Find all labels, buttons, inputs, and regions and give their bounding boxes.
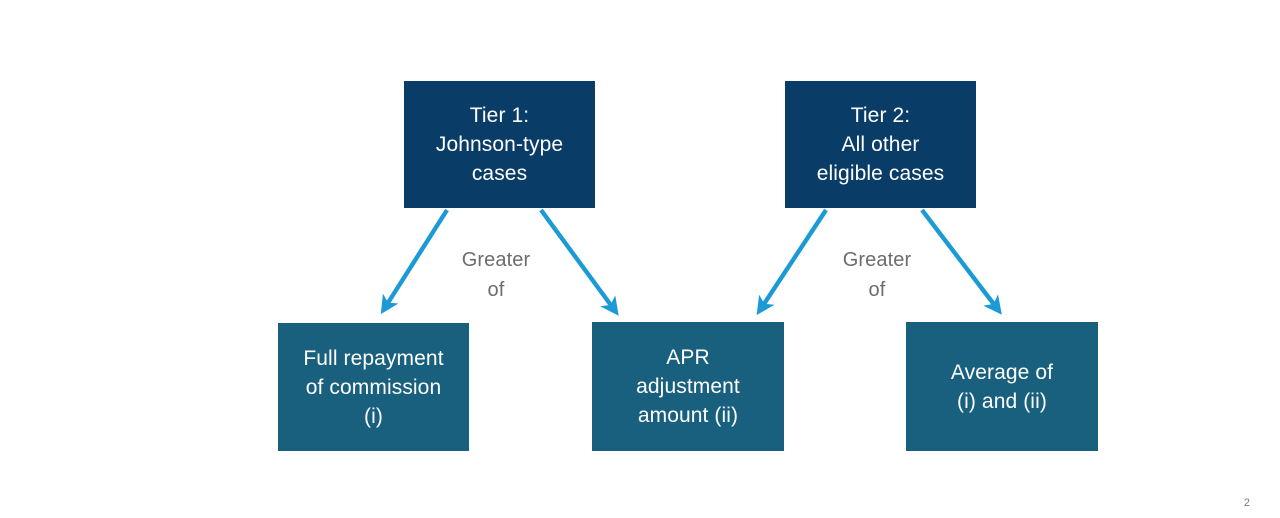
page-number: 2 xyxy=(1243,497,1250,509)
outcome-full-repayment-box[interactable]: Full repayment of commission (i) xyxy=(278,323,469,451)
outcome-average-box[interactable]: Average of (i) and (ii) xyxy=(906,322,1098,451)
edge-label-greater-of-right: Greater of xyxy=(842,249,912,301)
tier-2-box[interactable]: Tier 2: All other eligible cases xyxy=(785,81,976,208)
edge-label-greater-of-left: Greater of xyxy=(461,249,531,301)
tier-1-box[interactable]: Tier 1: Johnson-type cases xyxy=(404,81,595,208)
outcome-apr-adjustment-box[interactable]: APR adjustment amount (ii) xyxy=(592,322,784,451)
